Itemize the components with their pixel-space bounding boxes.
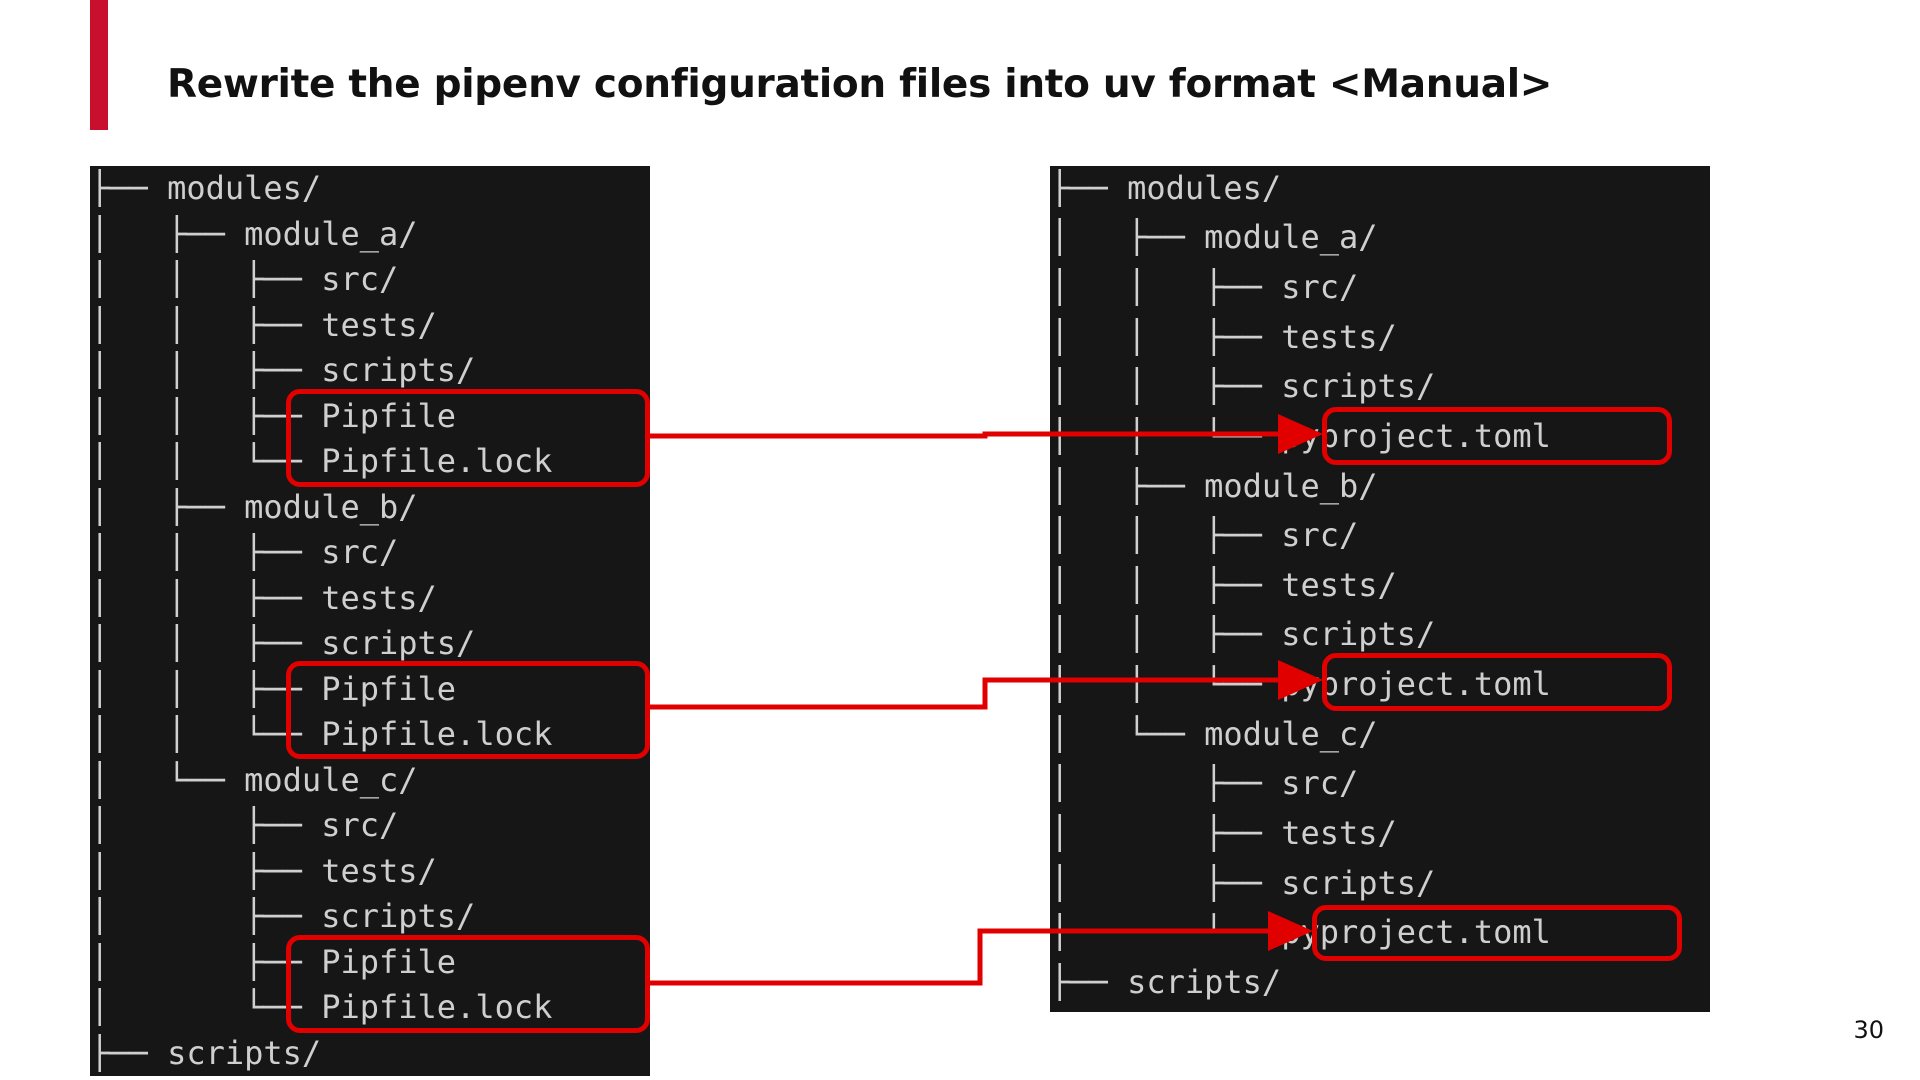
right-tree-line: │ │ ├── tests/ — [1050, 318, 1397, 356]
left-tree-line: │ │ ├── src/ — [90, 533, 399, 571]
left-tree-line: ├── modules/ — [90, 169, 322, 207]
pipfile-highlight-module-b — [286, 661, 650, 759]
right-tree-line: │ │ ├── scripts/ — [1050, 367, 1436, 405]
left-tree-line: │ ├── module_a/ — [90, 215, 418, 253]
right-tree-line: │ ├── scripts/ — [1050, 864, 1436, 902]
right-tree-line: │ │ ├── src/ — [1050, 516, 1359, 554]
left-tree-line: │ └── Pipfile.lock — [90, 988, 553, 1026]
right-tree-line: │ ├── module_b/ — [1050, 467, 1378, 505]
left-tree-line: ├── scripts/ — [90, 1034, 322, 1072]
right-tree-line: │ └── module_c/ — [1050, 715, 1378, 753]
slide-title: Rewrite the pipenv configuration files i… — [167, 62, 1553, 107]
right-tree-line: ├── scripts/ — [1050, 963, 1282, 1001]
right-tree-line: ├── modules/ — [1050, 169, 1282, 207]
right-tree-line: │ ├── src/ — [1050, 764, 1359, 802]
pyproject-highlight-module-c — [1312, 905, 1682, 961]
left-tree-line: │ │ ├── Pipfile — [90, 670, 457, 708]
right-tree-line: │ ├── tests/ — [1050, 814, 1397, 852]
left-tree-line: │ └── module_c/ — [90, 761, 418, 799]
pipenv-tree-panel: ├── modules/ │ ├── module_a/ │ │ ├── src… — [90, 166, 650, 1076]
left-tree-line: │ │ ├── src/ — [90, 260, 399, 298]
left-tree-line: │ ├── module_b/ — [90, 488, 418, 526]
right-tree-line: │ ├── module_a/ — [1050, 218, 1378, 256]
page-number: 30 — [1853, 1016, 1884, 1044]
title-accent-bar — [90, 0, 108, 130]
left-tree-line: │ │ └── Pipfile.lock — [90, 715, 553, 753]
uv-tree-panel: ├── modules/ │ ├── module_a/ │ │ ├── src… — [1050, 166, 1710, 1012]
pyproject-highlight-module-a — [1322, 407, 1672, 465]
pipfile-highlight-module-a — [286, 389, 650, 487]
left-tree-line: │ │ ├── tests/ — [90, 579, 437, 617]
left-tree-line: │ ├── scripts/ — [90, 897, 476, 935]
left-tree-line: │ │ ├── scripts/ — [90, 624, 476, 662]
right-tree-line: │ │ ├── scripts/ — [1050, 615, 1436, 653]
left-tree-line: │ │ └── Pipfile.lock — [90, 442, 553, 480]
left-tree-line: │ │ ├── Pipfile — [90, 397, 457, 435]
pyproject-highlight-module-b — [1322, 653, 1672, 711]
left-tree-line: │ ├── Pipfile — [90, 943, 457, 981]
right-tree-line: │ │ ├── src/ — [1050, 268, 1359, 306]
left-tree-line: │ │ ├── scripts/ — [90, 351, 476, 389]
pipfile-highlight-module-c — [286, 935, 650, 1033]
left-tree-line: │ │ ├── tests/ — [90, 306, 437, 344]
right-tree-line: │ │ ├── tests/ — [1050, 566, 1397, 604]
left-tree-line: │ ├── tests/ — [90, 852, 437, 890]
left-tree-line: │ ├── src/ — [90, 806, 399, 844]
